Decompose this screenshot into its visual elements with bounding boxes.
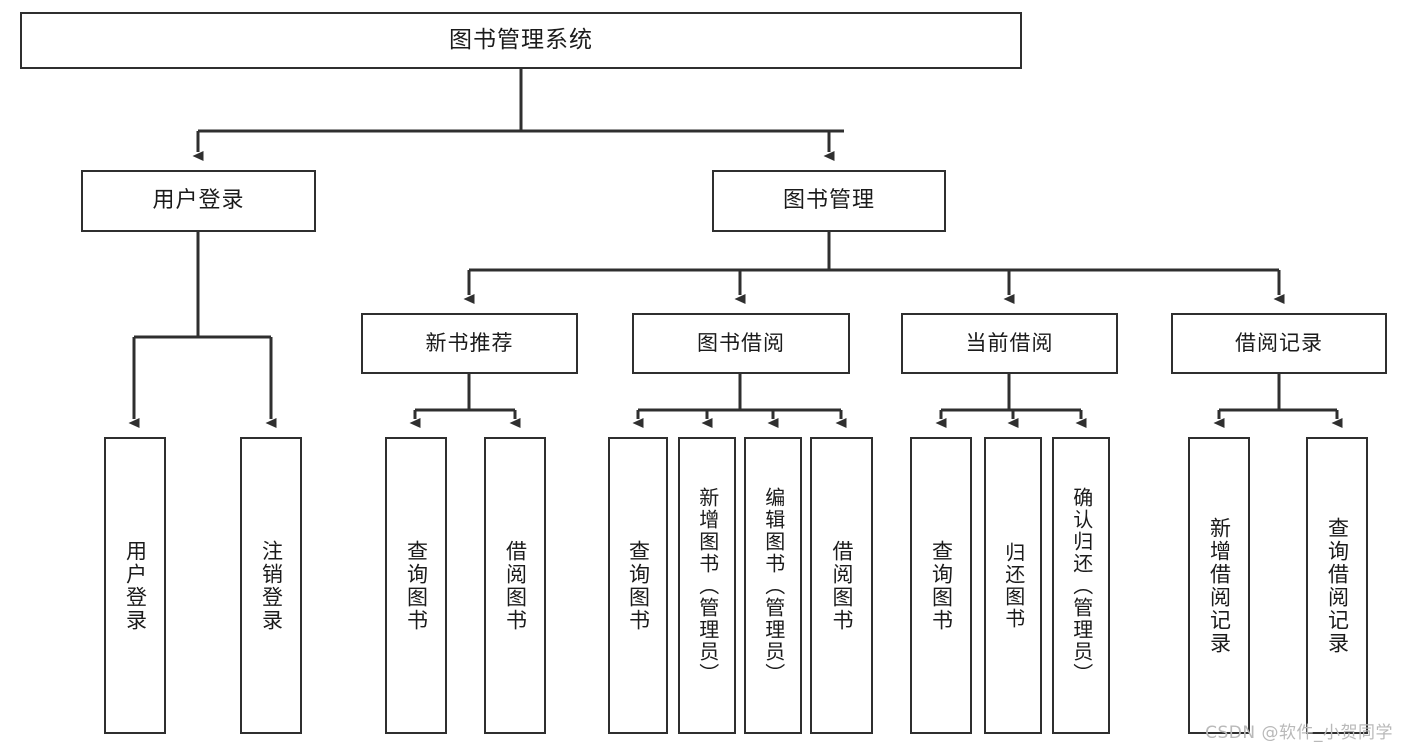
node-leaf[interactable]: 编辑图书（管理员） [744,437,802,734]
node-leaf[interactable]: 注销登录 [240,437,302,734]
node-label: 当前借阅 [965,330,1054,355]
node-leaf[interactable]: 新增图书（管理员） [678,437,736,734]
node-level2[interactable]: 用户登录 [81,170,316,232]
node-label: 查询图书 [404,539,429,632]
node-label: 编辑图书（管理员） [761,486,786,685]
node-label: 新书推荐 [425,330,514,355]
node-level3[interactable]: 当前借阅 [901,313,1118,374]
node-label: 借阅图书 [503,539,528,632]
node-leaf[interactable]: 用户登录 [104,437,166,734]
node-label: 借阅图书 [829,539,854,632]
watermark: CSDN @软件_小贺同学 [1205,723,1393,743]
node-leaf[interactable]: 借阅图书 [484,437,546,734]
node-label: 查询图书 [929,539,954,632]
node-label: 借阅记录 [1235,330,1323,355]
node-level3[interactable]: 借阅记录 [1171,313,1387,374]
node-label: 新增图书（管理员） [695,486,720,685]
node-level3[interactable]: 图书借阅 [632,313,850,374]
node-label: 用户登录 [152,187,245,213]
node-leaf[interactable]: 确认归还（管理员） [1052,437,1110,734]
node-leaf[interactable]: 归还图书 [984,437,1042,734]
node-label: 图书管理系统 [449,26,593,53]
node-level2[interactable]: 图书管理 [712,170,946,232]
node-label: 查询借阅记录 [1325,516,1350,655]
node-leaf[interactable]: 借阅图书 [810,437,873,734]
node-leaf[interactable]: 查询借阅记录 [1306,437,1368,734]
node-level3[interactable]: 新书推荐 [361,313,578,374]
node-label: 用户登录 [123,539,148,632]
node-leaf[interactable]: 查询图书 [910,437,972,734]
node-label: 查询图书 [626,539,651,632]
node-label: 图书借阅 [697,330,785,355]
node-label: 确认归还（管理员） [1069,486,1094,685]
node-leaf[interactable]: 查询图书 [608,437,668,734]
node-label: 新增借阅记录 [1207,516,1232,655]
node-leaf[interactable]: 查询图书 [385,437,447,734]
node-leaf[interactable]: 新增借阅记录 [1188,437,1250,734]
node-label: 图书管理 [782,187,875,213]
node-label: 归还图书 [1001,541,1026,630]
node-root[interactable]: 图书管理系统 [20,12,1022,69]
node-label: 注销登录 [259,539,284,632]
